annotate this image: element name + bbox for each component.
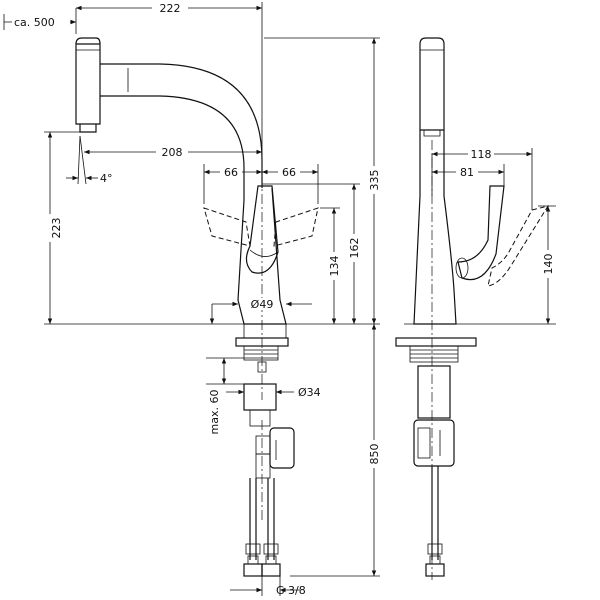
dim-label-pullout: ca. 500 bbox=[14, 16, 55, 29]
dim-label-49: Ø49 bbox=[251, 298, 274, 311]
dim-label-81: 81 bbox=[460, 166, 474, 179]
dim-swivel: 66 66 bbox=[203, 164, 319, 204]
dim-max-60: max. 60 bbox=[206, 357, 244, 435]
faucet-body-front bbox=[75, 37, 319, 577]
dim-height-140: 140 bbox=[538, 205, 556, 324]
dim-label-335: 335 bbox=[368, 170, 381, 191]
dim-reach-208: 208 bbox=[84, 146, 262, 159]
dim-shank-diameter: Ø34 bbox=[226, 386, 321, 399]
dim-connection: G 3/8 bbox=[230, 576, 306, 597]
dim-width-222: 222 bbox=[75, 2, 263, 176]
dim-label-208: 208 bbox=[162, 146, 183, 159]
dim-label-34: Ø34 bbox=[298, 386, 321, 399]
side-view: 118 81 140 bbox=[395, 37, 556, 580]
faucet-body-side bbox=[395, 37, 550, 577]
dim-height-134: 134 bbox=[320, 207, 341, 324]
dim-label-66-right: 66 bbox=[282, 166, 296, 179]
dim-label-angle: 4° bbox=[100, 172, 113, 185]
dim-label-140: 140 bbox=[542, 254, 555, 275]
dim-label-66-left: 66 bbox=[224, 166, 238, 179]
dim-label-222: 222 bbox=[160, 2, 181, 15]
dim-pullout: ca. 500 bbox=[3, 14, 76, 30]
dim-label-g38: G 3/8 bbox=[276, 584, 306, 597]
dim-label-850: 850 bbox=[368, 444, 381, 465]
dim-spray-angle: 4° bbox=[66, 135, 113, 185]
front-view: 222 ca. 500 208 66 66 bbox=[3, 2, 381, 597]
dim-label-max60: max. 60 bbox=[208, 390, 221, 435]
dim-height-162: 162 bbox=[262, 183, 361, 324]
dim-handle-118: 118 bbox=[432, 148, 533, 210]
dim-label-162: 162 bbox=[348, 238, 361, 259]
dim-height-223: 223 bbox=[44, 131, 80, 324]
dim-label-134: 134 bbox=[328, 256, 341, 277]
dim-label-118: 118 bbox=[471, 148, 492, 161]
dim-handle-81: 81 bbox=[432, 164, 505, 186]
dim-label-223: 223 bbox=[50, 218, 63, 239]
dim-depth-850: 850 bbox=[290, 324, 381, 577]
dim-height-335: 335 bbox=[264, 37, 381, 324]
dim-base-diameter: Ø49 bbox=[209, 298, 312, 324]
